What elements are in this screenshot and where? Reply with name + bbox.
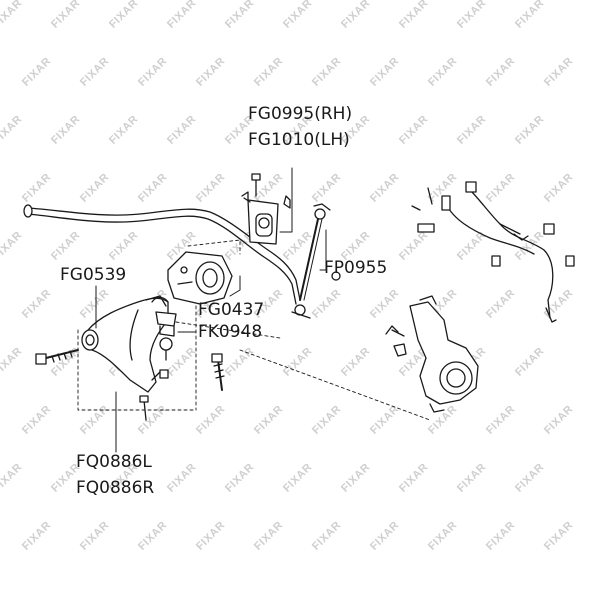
lower-control-arm bbox=[81, 295, 169, 393]
bolts bbox=[139, 353, 225, 421]
stabilizer-link bbox=[291, 203, 341, 319]
label-fq0886l: FQ0886L bbox=[76, 452, 152, 472]
label-fg1010: FG1010(LH) bbox=[248, 130, 350, 150]
abs-sensor-wire bbox=[411, 181, 575, 323]
rear-bushing bbox=[167, 251, 233, 305]
label-fq0886r: FQ0886R bbox=[76, 478, 155, 498]
label-fp0955: FP0955 bbox=[324, 258, 388, 278]
front-bolt bbox=[35, 349, 79, 365]
stabilizer-bushing bbox=[241, 173, 291, 245]
label-fg0539: FG0539 bbox=[60, 265, 127, 285]
ball-joint bbox=[151, 296, 177, 361]
leader-lines bbox=[95, 167, 327, 453]
label-fg0437: FG0437 bbox=[198, 300, 265, 320]
label-fk0948: FK0948 bbox=[198, 322, 263, 342]
steering-knuckle bbox=[385, 295, 479, 413]
label-fg0995: FG0995(RH) bbox=[248, 104, 353, 124]
group-lines bbox=[77, 239, 431, 421]
stabilizer-bar bbox=[23, 204, 301, 305]
